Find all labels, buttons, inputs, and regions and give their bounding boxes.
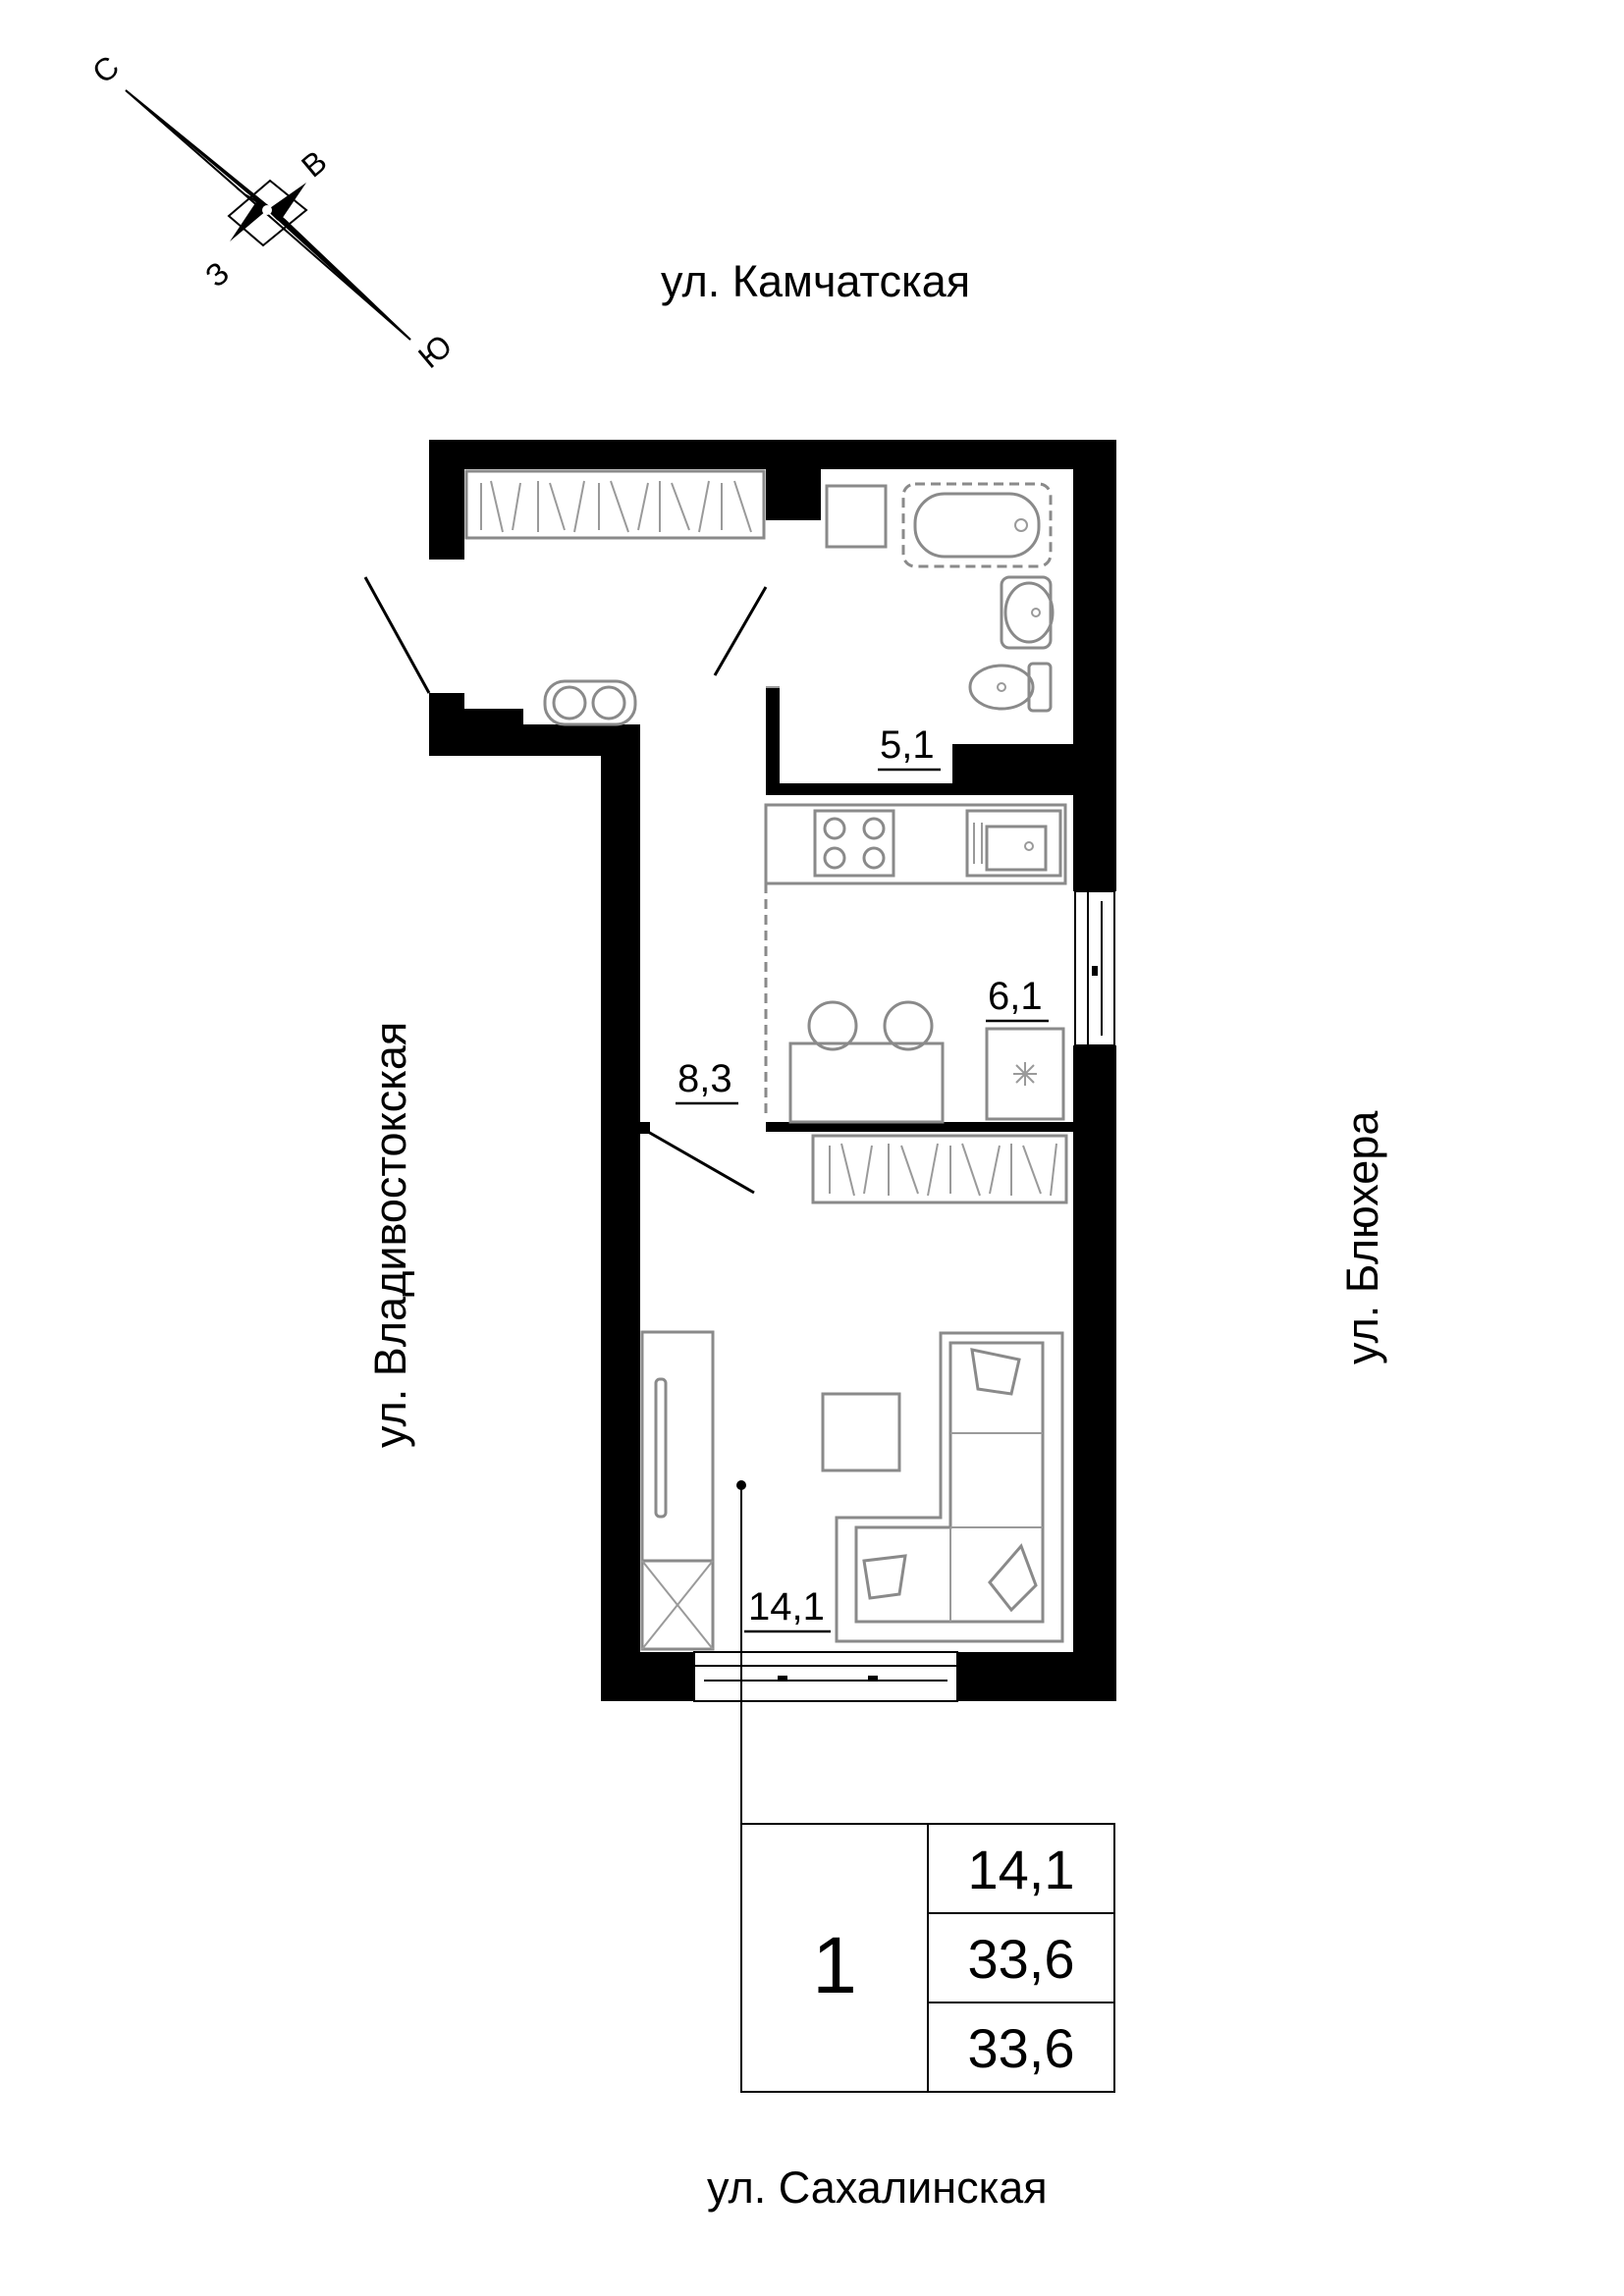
street-bottom-label: ул. Сахалинская	[707, 2163, 1048, 2213]
entrance-door	[363, 576, 431, 694]
compass-south-label: Ю	[411, 328, 459, 375]
sofa	[835, 1331, 1064, 1643]
compass-west-label: З	[198, 254, 236, 294]
total-area-with-balcony-value: 33,6	[968, 2017, 1075, 2079]
living-area-value: 14,1	[968, 1839, 1075, 1900]
bathroom-area: 5,1	[878, 723, 941, 772]
window-kitchen	[1074, 890, 1115, 1046]
walls	[429, 440, 1116, 1701]
bathroom-area-label: 5,1	[880, 723, 935, 767]
compass-rose: С В З Ю	[85, 49, 459, 375]
bathroom-fixtures	[766, 482, 1055, 713]
tv-cabinet	[640, 1330, 715, 1651]
kitchen-area: 6,1	[986, 975, 1049, 1023]
leader-line	[736, 1480, 746, 1824]
compass-east-label: В	[295, 143, 333, 184]
street-left-label: ул. Владивостокская	[365, 1022, 415, 1448]
kitchen-appliance	[985, 1027, 1065, 1121]
kitchen-table	[788, 1000, 945, 1124]
living-wardrobe	[811, 1134, 1068, 1204]
coffee-table	[821, 1392, 901, 1472]
compass-north-label: С	[85, 49, 126, 90]
hallway-wardrobe	[464, 469, 766, 540]
total-area-value: 33,6	[968, 1928, 1075, 1990]
summary-table: 1 14,1 33,6 33,6	[740, 1823, 1115, 2093]
hallway-area-label: 8,3	[677, 1057, 732, 1100]
living-area: 14,1	[744, 1585, 831, 1633]
bathroom-door	[713, 586, 768, 676]
living-door	[647, 1130, 755, 1195]
street-right-label: ул. Блюхера	[1337, 1110, 1387, 1364]
living-area-label: 14,1	[748, 1585, 825, 1629]
kitchen-area-label: 6,1	[988, 975, 1043, 1018]
hallway-area: 8,3	[676, 1057, 738, 1105]
rooms-count: 1	[812, 1921, 857, 2010]
hallway-pouf	[543, 679, 637, 726]
window-balcony	[693, 1651, 958, 1702]
street-top-label: ул. Камчатская	[661, 256, 970, 306]
kitchen-counter	[764, 803, 1067, 1119]
compass-icon	[125, 89, 411, 341]
